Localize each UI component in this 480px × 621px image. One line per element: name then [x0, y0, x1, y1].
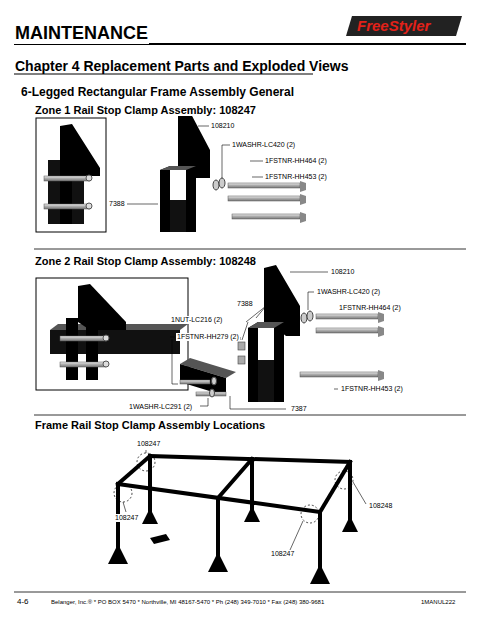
running-header: MAINTENANCE	[14, 24, 149, 44]
callout-number: 108247	[136, 440, 161, 448]
subsection-heading: Zone 1 Rail Stop Clamp Assembly: 108247	[34, 104, 257, 116]
subsection-heading: Zone 2 Rail Stop Clamp Assembly: 108248	[34, 255, 257, 267]
part-number: 1NUT-LC216 (2)	[170, 316, 223, 324]
callout-number: 108247	[114, 514, 139, 522]
section-heading: 6-Legged Rectangular Frame Assembly Gene…	[20, 86, 295, 99]
subsection-heading: Frame Rail Stop Clamp Assembly Locations	[34, 419, 266, 431]
callout-number: 108247	[270, 550, 295, 558]
part-number: 1FSTNR-HH464 (2)	[338, 304, 402, 312]
part-number: 1WASHR-LC291 (2)	[128, 403, 193, 411]
part-number: 7388	[108, 200, 126, 208]
part-number: 7387	[290, 405, 308, 413]
part-number: 1FSTNR-HH453 (2)	[340, 385, 404, 393]
document-code: 1MANUL222	[420, 599, 456, 606]
part-number: 7388	[236, 300, 254, 308]
page-number: 4-6	[16, 598, 30, 607]
part-number: 1WASHR-LC420 (2)	[316, 288, 381, 296]
footer-address: Belanger, Inc.® * PO BOX 5470 * Northvil…	[50, 599, 325, 606]
part-number: 1FSTNR-HH453 (2)	[264, 173, 328, 181]
brand-logo: FreeStyler	[356, 18, 431, 35]
page-title: Chapter 4 Replacement Parts and Exploded…	[14, 59, 350, 74]
part-number: 1WASHR-LC420 (2)	[231, 141, 296, 149]
callout-number: 108248	[368, 502, 393, 510]
part-number: 108210	[330, 268, 355, 276]
part-number: 108210	[210, 122, 235, 130]
part-number: 1FSTNR-HH464 (2)	[264, 157, 328, 165]
part-number: 1FSTNR-HH279 (2)	[176, 333, 240, 341]
